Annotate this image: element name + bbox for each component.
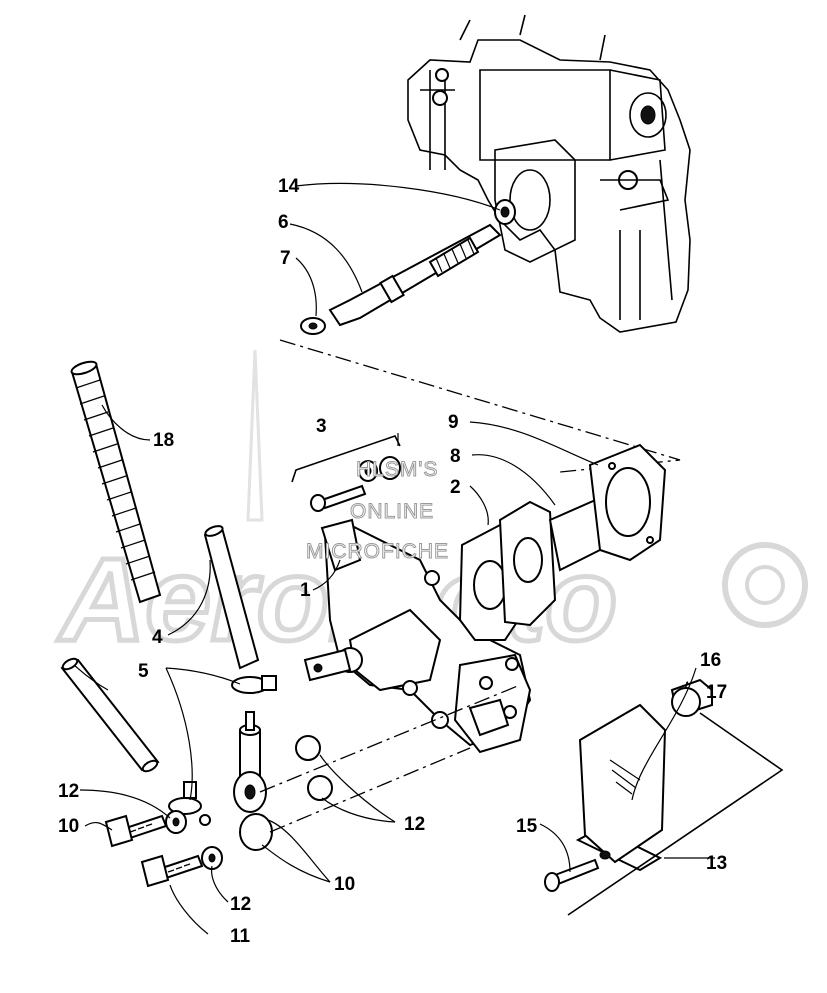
callout-10: 10 [334, 874, 355, 895]
engine-bolt-icon [432, 90, 448, 106]
flange-assembly [458, 443, 667, 641]
callout-7: 7 [280, 248, 291, 269]
banjo-eye-lower [239, 813, 273, 851]
banjo-fittings [104, 684, 521, 888]
drive-shaft-assembly [300, 199, 516, 335]
callout-2: 2 [450, 477, 461, 498]
drive-gear [428, 236, 480, 278]
callout-13: 13 [706, 853, 727, 874]
callout-6: 6 [278, 212, 289, 233]
callout-9: 9 [448, 412, 459, 433]
callout-12-bottom: 12 [230, 894, 251, 915]
watermark-wheel-icon [722, 542, 808, 628]
watermark-hub-icon [745, 565, 785, 605]
watermark-spire-icon [246, 349, 264, 522]
washer-12d [307, 775, 333, 801]
callout-18: 18 [153, 430, 174, 451]
cover-plate [578, 703, 667, 864]
cover-screw [553, 858, 600, 886]
watermark-line-1: HLSM'S [356, 458, 438, 481]
callout-15: 15 [516, 816, 538, 837]
watermark-line-2: ONLINE [350, 500, 434, 523]
oil-pump [303, 518, 532, 754]
callout-11-left: 10 [58, 816, 79, 837]
spiral-wrap [70, 360, 162, 604]
callout-12-left: 12 [58, 781, 79, 802]
watermark-line-3: MICROFICHE [306, 540, 449, 563]
watermark-text: HLSM'S ONLINE MICROFICHE [306, 458, 449, 564]
cover-plate-kit [544, 678, 784, 916]
callout-1: 1 [300, 580, 311, 601]
callout-16: 16 [700, 650, 721, 671]
drive-shaft [328, 223, 502, 327]
callout-17: 17 [706, 682, 727, 703]
oil-hoses [60, 525, 260, 773]
callout-8: 8 [450, 446, 461, 467]
engine-block [407, 14, 691, 333]
callout-4: 4 [152, 627, 163, 648]
callout-labels: 14 6 7 3 9 8 2 18 1 4 5 12 10 12 10 12 1… [58, 176, 727, 947]
callout-11-bottom: 11 [230, 926, 251, 947]
callout-3: 3 [316, 416, 327, 437]
callout-14: 14 [278, 176, 300, 197]
leader-lines [73, 182, 715, 935]
callout-12-right: 12 [404, 814, 425, 835]
pump-lever [303, 648, 352, 682]
hose-clamps [168, 675, 277, 815]
washer-12c [295, 735, 321, 761]
callout-5: 5 [138, 661, 149, 682]
